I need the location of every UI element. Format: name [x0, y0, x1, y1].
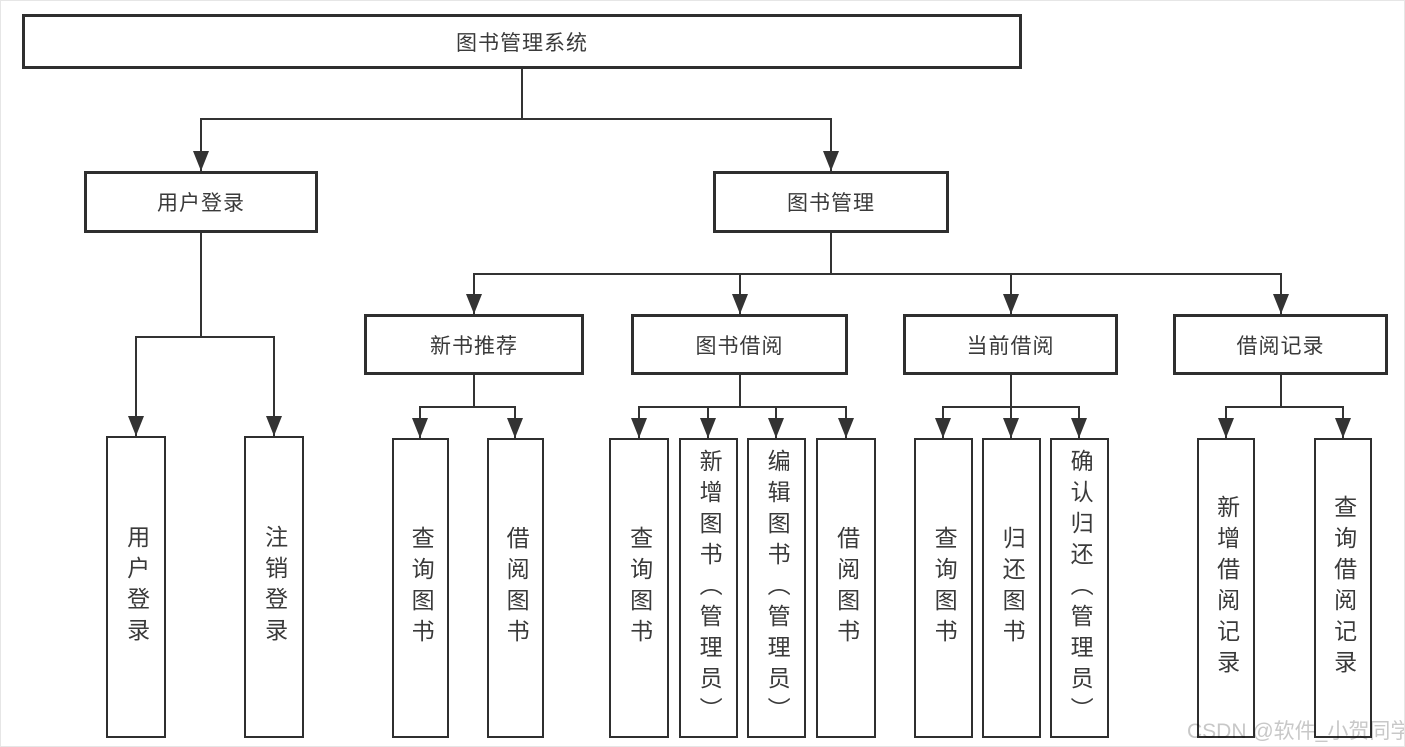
connector-line	[200, 233, 202, 336]
arrow-down-icon	[768, 418, 784, 438]
arrow-down-icon	[631, 418, 647, 438]
connector-line	[830, 118, 832, 171]
node-user-login: 用户登录	[84, 171, 318, 233]
node-label: 图书借阅	[695, 334, 784, 358]
leaf-label: 新增图书（管理员）	[696, 448, 723, 728]
arrow-down-icon	[466, 294, 482, 314]
node-label: 用户登录	[157, 192, 245, 215]
leaf-borrow-books-borrowing: 借阅图书	[816, 438, 876, 738]
leaf-label: 用户登录	[123, 525, 150, 649]
leaf-confirm-return-admin: 确认归还（管理员）	[1050, 438, 1109, 738]
arrow-down-icon	[193, 151, 209, 171]
leaf-label: 归还图书	[999, 526, 1026, 650]
connector-line	[135, 336, 137, 436]
connector-line	[419, 406, 516, 408]
leaf-return-books: 归还图书	[982, 438, 1041, 738]
connector-line	[273, 336, 275, 436]
connector-line	[739, 375, 741, 406]
connector-line	[739, 273, 741, 314]
leaf-add-book-admin: 新增图书（管理员）	[679, 438, 738, 738]
node-label: 新书推荐	[430, 334, 518, 358]
arrow-down-icon	[1071, 418, 1087, 438]
leaf-user-login: 用户登录	[106, 436, 166, 738]
arrow-down-icon	[1003, 418, 1019, 438]
connector-line	[1225, 406, 1344, 408]
connector-line	[200, 118, 832, 120]
node-label: 借阅记录	[1236, 334, 1325, 358]
connector-line	[473, 273, 1282, 275]
node-book-borrowing: 图书借阅	[631, 314, 848, 375]
node-book-management: 图书管理	[713, 171, 949, 233]
connector-line	[638, 406, 847, 408]
node-new-book-recommend: 新书推荐	[364, 314, 584, 375]
connector-line	[1280, 375, 1282, 406]
arrow-down-icon	[128, 416, 144, 436]
arrow-down-icon	[1003, 294, 1019, 314]
arrow-down-icon	[412, 418, 428, 438]
arrow-down-icon	[838, 418, 854, 438]
leaf-label: 查询借阅记录	[1330, 495, 1357, 681]
connector-line	[1010, 375, 1012, 406]
arrow-down-icon	[935, 418, 951, 438]
arrow-down-icon	[266, 416, 282, 436]
leaf-label: 确认归还（管理员）	[1067, 448, 1094, 728]
leaf-query-books-borrowing: 查询图书	[609, 438, 669, 738]
csdn-watermark: CSDN @软件_小贺同学	[1187, 720, 1405, 743]
leaf-query-books-current: 查询图书	[914, 438, 973, 738]
node-label: 当前借阅	[966, 334, 1055, 358]
connector-line	[135, 336, 275, 338]
leaf-label: 查询图书	[626, 526, 653, 650]
leaf-borrow-books-recommend: 借阅图书	[487, 438, 544, 738]
connector-line	[473, 375, 475, 406]
leaf-label: 新增借阅记录	[1213, 495, 1240, 681]
leaf-label: 借阅图书	[833, 526, 860, 650]
node-label: 图书管理	[787, 192, 875, 215]
node-label: 图书管理系统	[456, 31, 588, 55]
leaf-label: 查询图书	[408, 526, 435, 650]
leaf-logout: 注销登录	[244, 436, 304, 738]
connector-line	[1010, 273, 1012, 314]
node-borrow-records: 借阅记录	[1173, 314, 1388, 375]
leaf-label: 编辑图书（管理员）	[764, 448, 791, 728]
connector-line	[521, 69, 523, 118]
leaf-query-borrow-record: 查询借阅记录	[1314, 438, 1372, 738]
arrow-down-icon	[1273, 294, 1289, 314]
leaf-label: 注销登录	[261, 525, 288, 649]
connector-line	[830, 233, 832, 273]
arrow-down-icon	[732, 294, 748, 314]
node-current-borrowing: 当前借阅	[903, 314, 1118, 375]
leaf-edit-book-admin: 编辑图书（管理员）	[747, 438, 806, 738]
connector-line	[1280, 273, 1282, 314]
connector-line	[473, 273, 475, 314]
arrow-down-icon	[507, 418, 523, 438]
leaf-add-borrow-record: 新增借阅记录	[1197, 438, 1255, 738]
arrow-down-icon	[823, 151, 839, 171]
leaf-label: 查询图书	[931, 526, 958, 650]
arrow-down-icon	[700, 418, 716, 438]
connector-line	[200, 118, 202, 171]
node-library-management-system: 图书管理系统	[22, 14, 1022, 69]
leaf-label: 借阅图书	[503, 526, 530, 650]
leaf-query-books-recommend: 查询图书	[392, 438, 449, 738]
arrow-down-icon	[1218, 418, 1234, 438]
arrow-down-icon	[1335, 418, 1351, 438]
